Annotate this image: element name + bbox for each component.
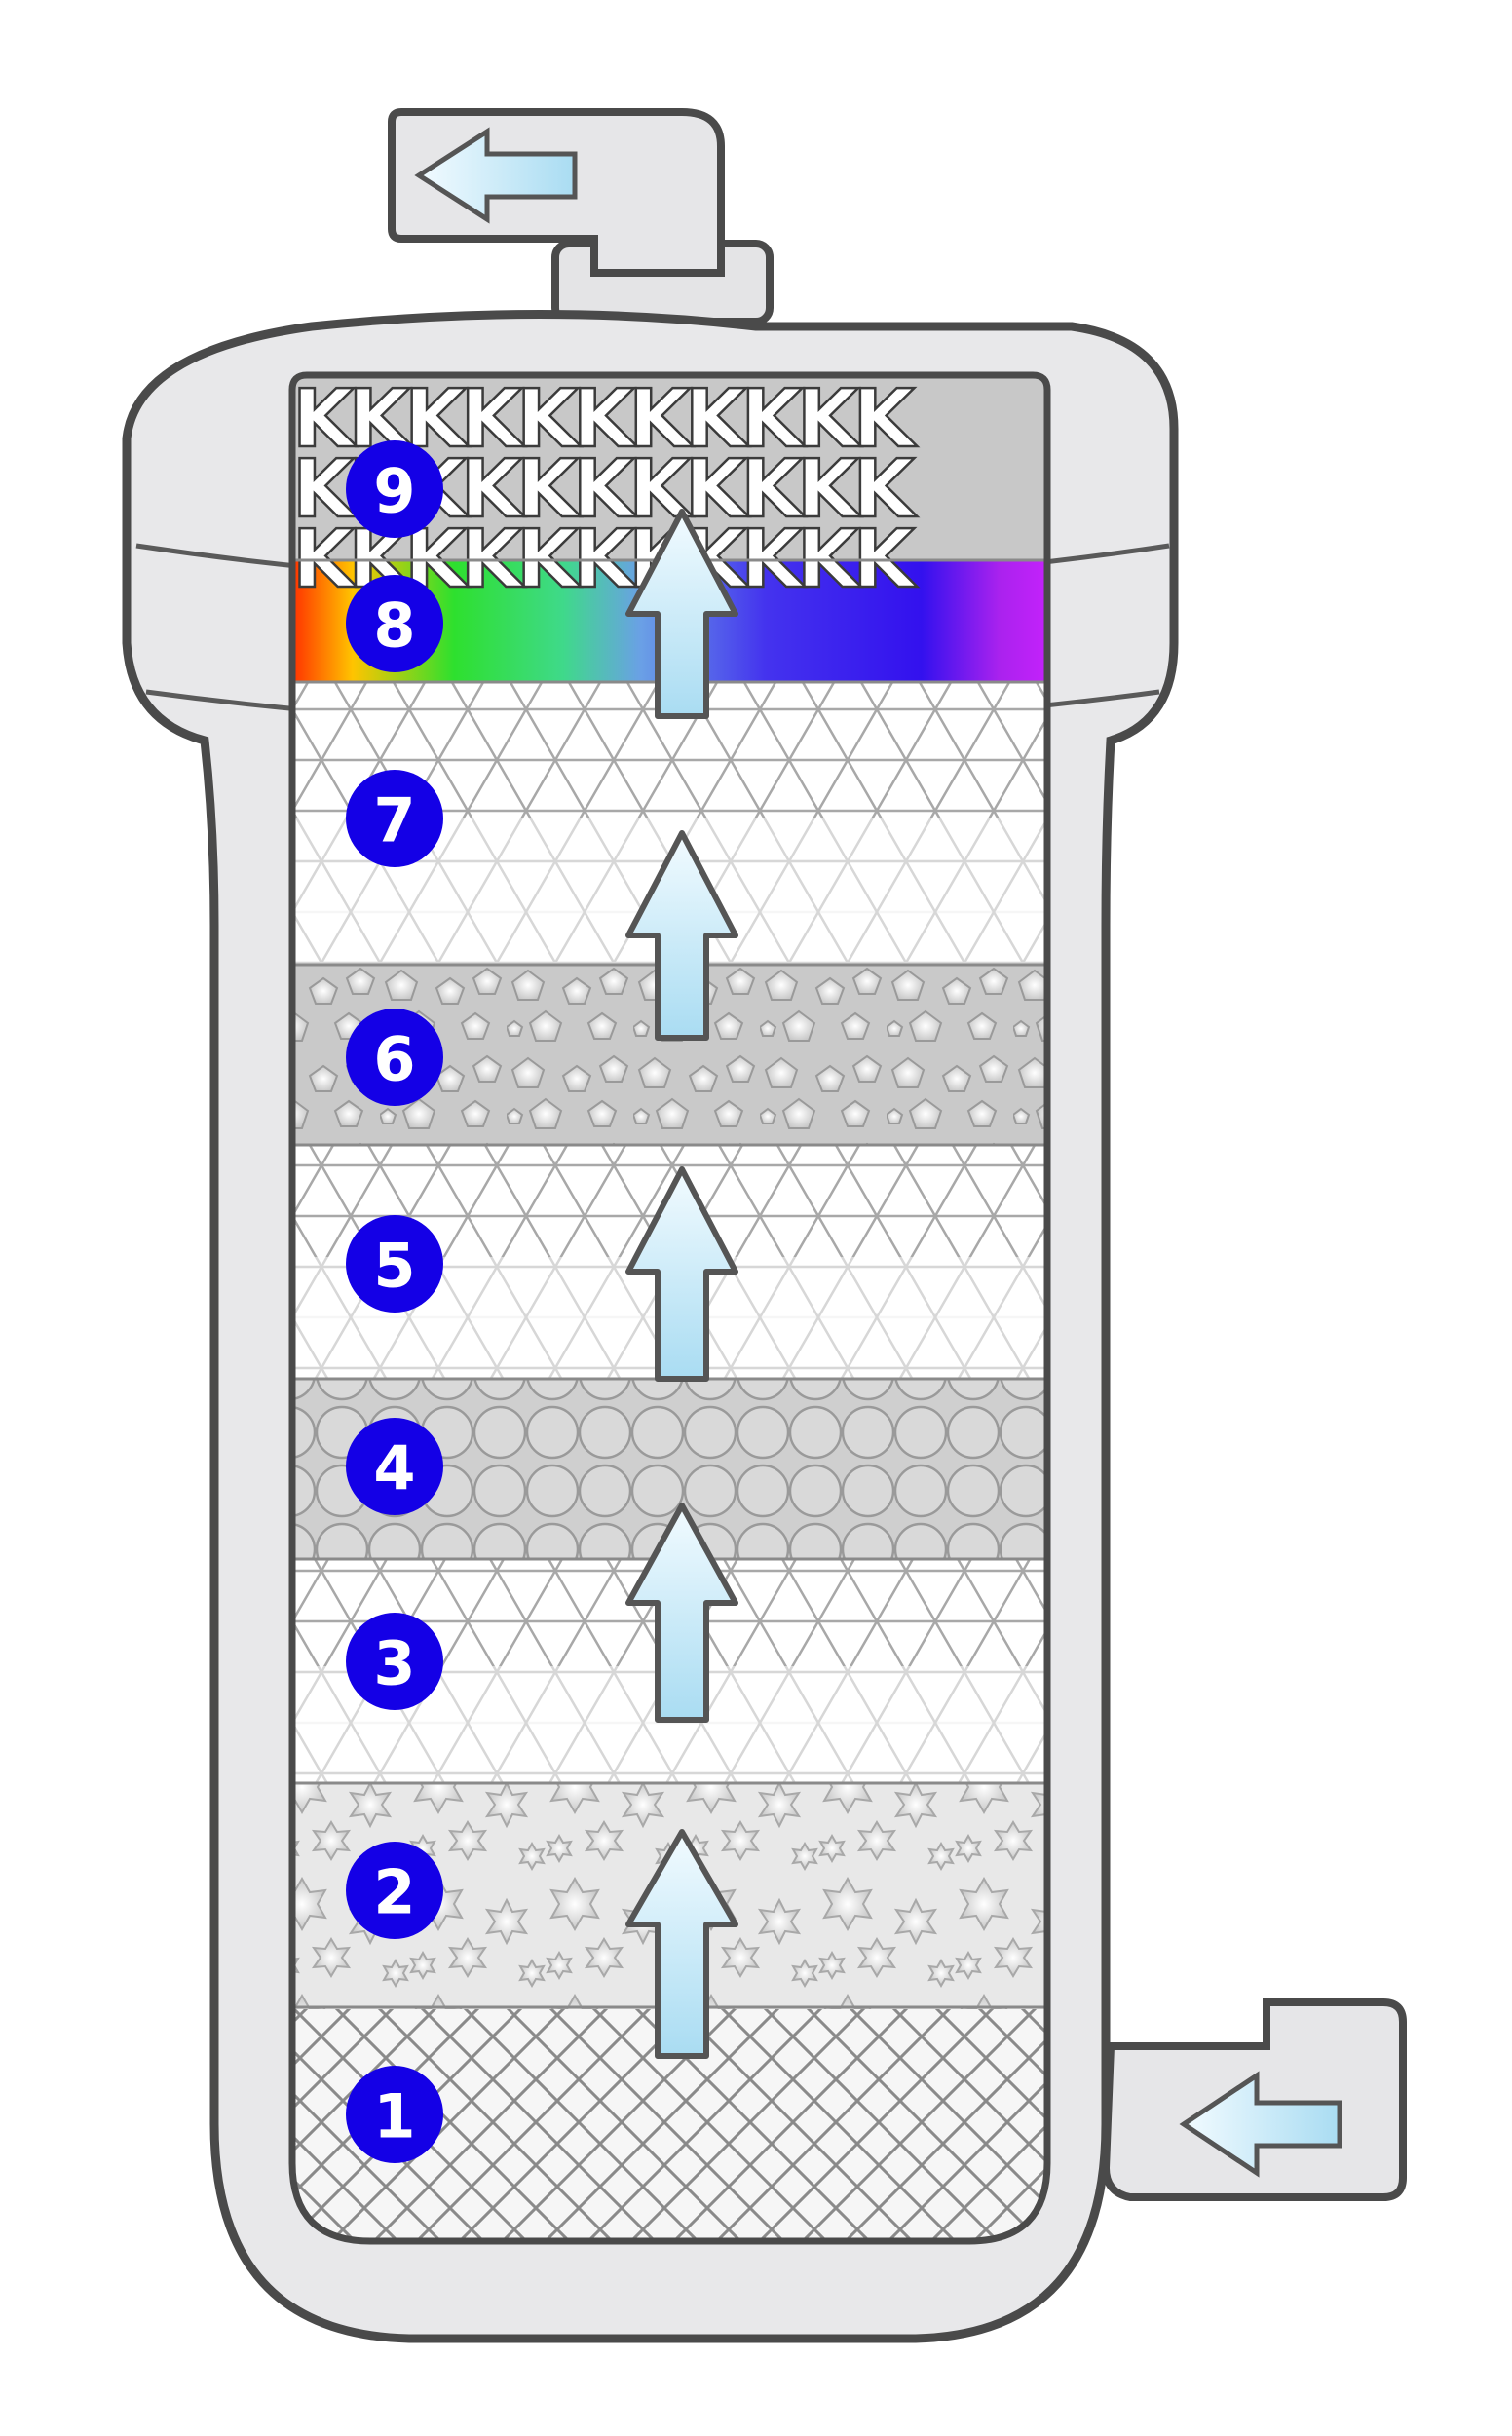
svg-text:5: 5	[373, 1231, 415, 1302]
layer-badge-9: 9	[346, 440, 443, 538]
layer-badges: 1 2 3 4 5 6 7 8 9	[346, 440, 443, 2163]
layer-badge-1: 1	[346, 2066, 443, 2163]
layer-badge-5: 5	[346, 1215, 443, 1313]
outlet-arrow-icon	[414, 127, 578, 224]
svg-text:7: 7	[373, 785, 415, 856]
svg-text:8: 8	[373, 590, 415, 662]
svg-text:4: 4	[373, 1433, 415, 1504]
svg-text:1: 1	[373, 2081, 415, 2152]
outlet-pipe	[388, 108, 774, 325]
layer-badge-4: 4	[346, 1418, 443, 1515]
layer-badge-2: 2	[346, 1842, 443, 1939]
inlet-arrow-icon	[1179, 2071, 1342, 2178]
flow-arrow-up-icon	[625, 1829, 738, 2059]
flow-arrow-up-icon	[625, 830, 738, 1041]
flow-arrow-up-icon	[625, 1503, 738, 1723]
layer-badge-8: 8	[346, 575, 443, 672]
layer-badge-7: 7	[346, 770, 443, 867]
layer-badge-6: 6	[346, 1009, 443, 1106]
flow-arrow-up-icon	[625, 509, 738, 719]
svg-text:2: 2	[373, 1857, 415, 1928]
filter-inner-wall	[288, 371, 1051, 2245]
flow-arrow-up-icon	[625, 1166, 738, 1382]
svg-text:3: 3	[373, 1628, 415, 1699]
layer-badge-3: 3	[346, 1613, 443, 1710]
svg-text:9: 9	[373, 456, 415, 527]
svg-text:6: 6	[373, 1024, 415, 1095]
flow-arrows	[625, 509, 738, 2059]
